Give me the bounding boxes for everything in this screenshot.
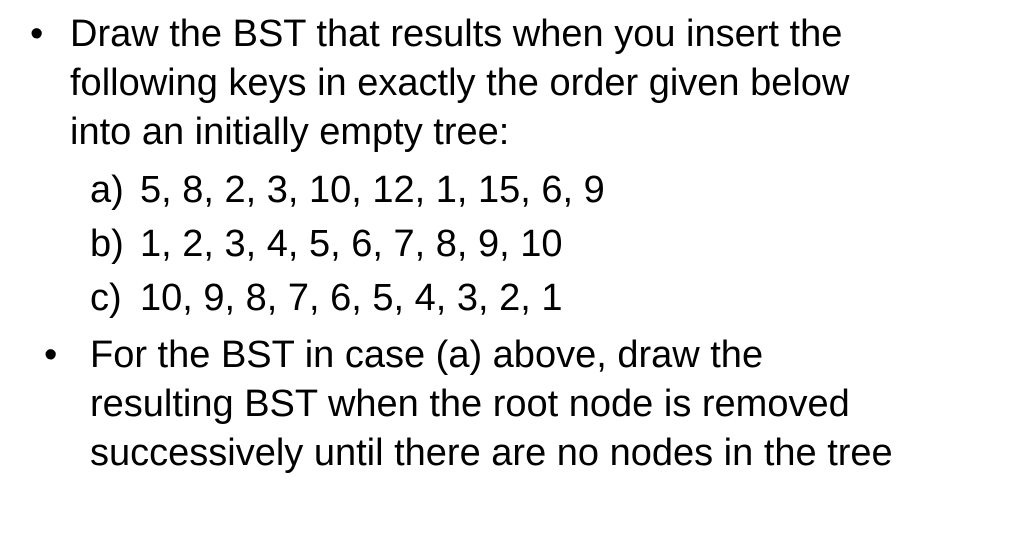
bullet-text-remove-root: For the BST in case (a) above, draw the … (90, 331, 893, 478)
text-line: into an initially empty tree: (70, 111, 510, 153)
key-list-item-value: 1, 2, 3, 4, 5, 6, 7, 8, 9, 10 (140, 223, 563, 265)
bullet-icon: • (30, 13, 44, 55)
bullet-item-insert-keys: • Draw the BST that results when you ins… (0, 0, 1024, 157)
key-sequence-list: a) 5, 8, 2, 3, 10, 12, 1, 15, 6, 9 b) 1,… (90, 163, 1024, 325)
key-list-item-b: b) 1, 2, 3, 4, 5, 6, 7, 8, 9, 10 (90, 217, 1024, 271)
key-list-item-value: 10, 9, 8, 7, 6, 5, 4, 3, 2, 1 (140, 277, 563, 319)
bullet-text-insert-keys: Draw the BST that results when you inser… (70, 10, 849, 157)
key-list-item-a: a) 5, 8, 2, 3, 10, 12, 1, 15, 6, 9 (90, 163, 1024, 217)
bullet-icon: • (44, 334, 58, 376)
text-line: For the BST in case (a) above, draw the (90, 334, 764, 376)
key-list-item-value: 5, 8, 2, 3, 10, 12, 1, 15, 6, 9 (140, 169, 605, 211)
key-list-item-label: a) (90, 169, 124, 211)
bullet-item-remove-root: • For the BST in case (a) above, draw th… (0, 331, 1024, 478)
text-line: resulting BST when the root node is remo… (90, 383, 850, 425)
key-list-item-label: c) (90, 277, 122, 319)
key-list-item-label: b) (90, 223, 124, 265)
key-list-item-c: c) 10, 9, 8, 7, 6, 5, 4, 3, 2, 1 (90, 271, 1024, 325)
text-line: following keys in exactly the order give… (70, 62, 850, 104)
text-line: Draw the BST that results when you inser… (70, 13, 843, 55)
text-line: successively until there are no nodes in… (90, 432, 893, 474)
